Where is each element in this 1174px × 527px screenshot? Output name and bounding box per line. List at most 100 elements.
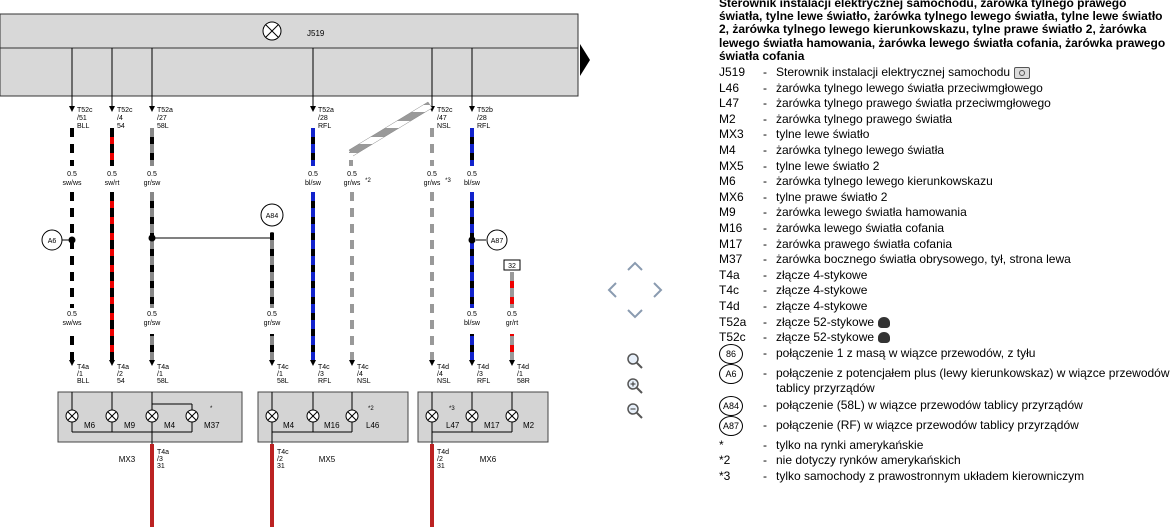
legend-description: złącze 4-stykowe — [776, 283, 1171, 298]
legend-dash: - — [763, 127, 767, 142]
legend-item: *3-tylko samochody z prawostronnym układ… — [719, 469, 1171, 485]
bus-label: J519 — [307, 29, 325, 38]
legend-item: M16-żarówka lewego światła cofania — [719, 221, 1171, 237]
legend-dash: - — [763, 96, 767, 111]
legend-dash: - — [763, 468, 767, 483]
connector-plug-icon[interactable] — [878, 316, 891, 328]
legend-item: T52a-złącze 52-stykowe — [719, 315, 1171, 331]
connector-plug-icon[interactable] — [878, 332, 891, 344]
legend-description: tylne lewe światło — [776, 127, 1171, 142]
legend-description: Sterownik instalacji elektrycznej samoch… — [776, 65, 1171, 80]
legend-code: T52c — [719, 330, 746, 345]
legend-code: M17 — [719, 236, 743, 251]
bus-continue-arrow — [580, 44, 590, 76]
legend-description: żarówka tylnego lewego światła — [776, 143, 1171, 158]
legend-code: MX3 — [719, 127, 744, 142]
legend-item: M17 -żarówka prawego światła cofania — [719, 237, 1171, 253]
legend-code: L46 — [719, 80, 740, 95]
camera-icon[interactable] — [1014, 66, 1031, 79]
navigation-controls — [595, 255, 675, 435]
legend-description: żarówka tylnego prawego światła przeciwm… — [776, 96, 1171, 111]
zoom-fit-button[interactable] — [624, 350, 646, 372]
legend-code-circle: A6 — [719, 363, 743, 384]
pan-up-button[interactable] — [624, 255, 646, 277]
legend-item: *2-nie dotyczy rynków amerykańskich — [719, 453, 1171, 469]
light-unit-label: MX6 — [480, 455, 497, 464]
legend-dash: - — [763, 220, 767, 235]
legend-description: tylko na rynki amerykańskie — [776, 438, 1171, 453]
legend-dash: - — [763, 205, 767, 220]
bulb-note: *2 — [368, 406, 374, 412]
legend-description-text: Sterownik instalacji elektrycznej samoch… — [776, 65, 1011, 80]
legend-dash: - — [763, 417, 767, 432]
legend-code: A87 — [719, 415, 759, 436]
zoom-out-button[interactable] — [624, 400, 646, 422]
junction-label: 32 — [508, 263, 516, 270]
legend-dash: - — [763, 142, 767, 157]
legend-description-text: żarówka tylnego lewego kierunkowskazu — [776, 174, 993, 189]
pan-left-button[interactable] — [601, 279, 623, 301]
legend-code-circle: 86 — [719, 343, 743, 364]
wire-note: *3 — [445, 178, 451, 184]
legend-item: L47-żarówka tylnego prawego światła prze… — [719, 96, 1171, 112]
pan-right-button[interactable] — [647, 279, 669, 301]
chevron-down-icon — [627, 309, 643, 319]
legend-description: żarówka tylnego lewego kierunkowskazu — [776, 174, 1171, 189]
legend-item: M4-żarówka tylnego lewego światła — [719, 143, 1171, 159]
pan-down-button[interactable] — [624, 303, 646, 325]
legend-dash: - — [763, 267, 767, 282]
legend-dash: - — [763, 252, 767, 267]
bulb-label: M17 — [484, 421, 500, 430]
legend-dash: - — [763, 345, 767, 360]
legend-dash: - — [763, 174, 767, 189]
legend-item: L46-żarówka tylnego lewego światła przec… — [719, 81, 1171, 97]
bulb-label: M9 — [124, 421, 136, 430]
legend-description-text: żarówka tylnego lewego światła — [776, 142, 945, 157]
legend-item: M6-żarówka tylnego lewego kierunkowskazu — [719, 174, 1171, 190]
legend-code: T52a — [719, 314, 747, 329]
legend-description: połączenie z potencjałem plus (lewy kier… — [776, 366, 1171, 396]
legend-code: M9 — [719, 205, 736, 220]
magnifier-icon — [627, 353, 643, 369]
junction-label: A6 — [48, 238, 57, 245]
legend-description: tylne prawe światło 2 — [776, 190, 1171, 205]
legend-description: żarówka bocznego światła obrysowego, tył… — [776, 252, 1171, 267]
legend-item: T4c-złącze 4-stykowe — [719, 283, 1171, 299]
legend-dash: - — [763, 437, 767, 452]
junction-a87 — [486, 229, 508, 251]
legend-description-text: żarówka lewego światła cofania — [776, 220, 945, 235]
legend-description-text: tylne prawe światło 2 — [776, 189, 888, 204]
legend-description: żarówka tylnego prawego światła — [776, 112, 1171, 127]
legend-item: T4a-złącze 4-stykowe — [719, 268, 1171, 284]
junction-32 — [503, 259, 521, 271]
zoom-out-icon — [627, 403, 643, 419]
legend-code: MX5 — [719, 158, 744, 173]
bulb-note: *3 — [449, 406, 455, 412]
legend-description-text: żarówka tylnego prawego światła przeciwm… — [776, 96, 1051, 111]
zoom-in-button[interactable] — [624, 375, 646, 397]
legend-description: połączenie 1 z masą w wiązce przewodów, … — [776, 346, 1171, 361]
bulb-label: M16 — [324, 421, 340, 430]
legend-dash: - — [763, 65, 767, 80]
legend-item: A87-połączenie (RF) w wiązce przewodów t… — [719, 415, 1171, 438]
legend-code: M37 — [719, 252, 743, 267]
legend-description-text: złącze 4-stykowe — [776, 267, 868, 282]
legend-description-text: połączenie z potencjałem plus (lewy kier… — [776, 365, 1170, 395]
legend-description: żarówka prawego światła cofania — [776, 237, 1171, 252]
light-box-mx5 — [257, 391, 409, 443]
legend-code: T4c — [719, 283, 740, 298]
legend-title: Sterownik instalacji elektrycznej samoch… — [719, 0, 1166, 63]
legend-dash: - — [763, 158, 767, 173]
legend-dash: - — [763, 236, 767, 251]
